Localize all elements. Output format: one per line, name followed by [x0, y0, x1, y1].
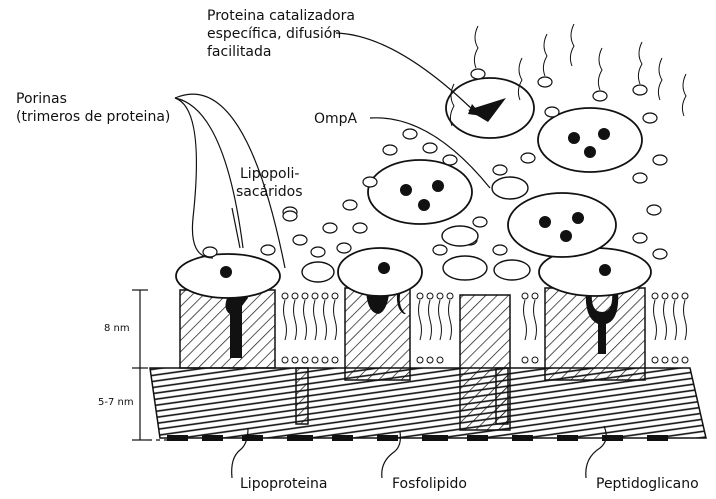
- catalyst-protein-label-line1: Proteina catalizadora: [207, 8, 355, 24]
- phospholipid-label: Fosfolipido: [392, 476, 467, 492]
- catalyst-protein-label-line3: facilitada: [207, 44, 271, 60]
- catalyst-protein-label-line2: específica, difusión: [207, 26, 341, 42]
- peptidoglycan-label: Peptidoglicano: [596, 476, 699, 492]
- ompa-label: OmpA: [314, 111, 357, 127]
- periplasm-thickness-label: 5-7 nm: [98, 395, 134, 411]
- porins-label-line1: Porinas: [16, 91, 67, 107]
- lps-label-line2: sacáridos: [236, 184, 303, 200]
- lipoprotein-label: Lipoproteina: [240, 476, 328, 492]
- outer-membrane-thickness-label: 8 nm: [104, 321, 130, 337]
- lps-label-line1: Lipopoli-: [240, 166, 299, 182]
- porins-label-line2: (trimeros de proteina): [16, 109, 170, 125]
